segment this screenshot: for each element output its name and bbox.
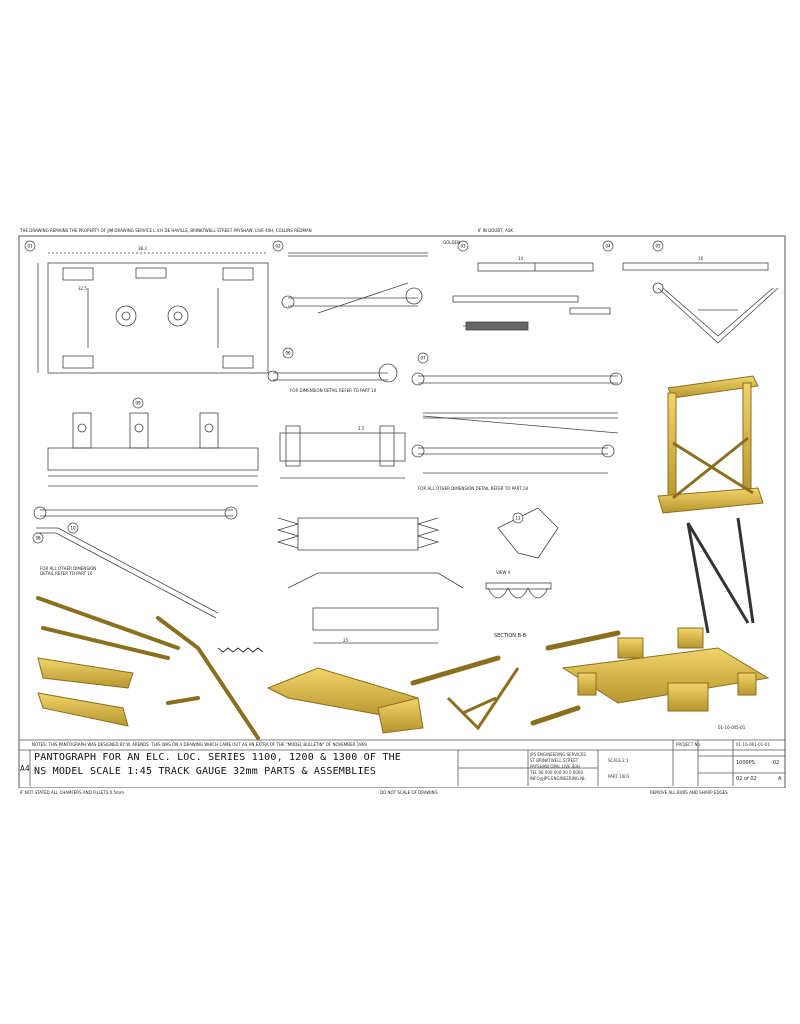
svg-text:01: 01 xyxy=(27,244,33,249)
part-balloon: 11 xyxy=(512,512,524,524)
part-01-top-view xyxy=(37,252,269,374)
bottom-right-note: REMOVE ALL BURS AND SHARP EDGES xyxy=(650,790,728,795)
part-balloon: 07 xyxy=(417,352,429,364)
brass-assembly-frame xyxy=(657,375,764,514)
svg-text:11: 11 xyxy=(515,516,521,521)
svg-text:04: 04 xyxy=(605,244,611,249)
brass-rods-middle xyxy=(410,630,621,726)
company-line-4: INFO@JPS.ENGINEERING.NL xyxy=(530,776,586,781)
section-b-b xyxy=(485,507,559,599)
dim-1: 32.5 xyxy=(78,286,87,291)
title-line-2: NS MODEL SCALE 1:45 TRACK GAUGE 32mm PAR… xyxy=(34,766,377,777)
brass-base-frame xyxy=(561,627,770,712)
parts-06-07-rods xyxy=(452,262,769,331)
part-11-contact-shoe xyxy=(276,517,464,644)
view-a-label: VIEW A xyxy=(496,570,511,575)
drawing-sheet: 01 02 03 04 05 06 07 08 09 10 11 THE DRAWING REMAI… xyxy=(18,228,788,788)
title-block xyxy=(19,739,785,786)
revision: 02 xyxy=(773,760,780,766)
sheet-code: 1000PS xyxy=(736,760,755,766)
dark-rod-pair xyxy=(686,517,755,634)
svg-text:09: 09 xyxy=(135,401,141,406)
drawing-number-right: 01-16-005-01 xyxy=(718,725,746,730)
sheet-size: A4 xyxy=(20,764,30,773)
brass-rods-left xyxy=(36,596,260,740)
company-line-3: TEL 06 000 000 00 0 0000 xyxy=(530,770,584,775)
part-09-rods xyxy=(411,372,623,474)
note-other-dimension-part18: FOR ALL OTHER DIMENSION DETAIL REFER TO … xyxy=(418,486,528,491)
dim-0: 38.2 xyxy=(138,246,147,251)
note-other-dimension: FOR ALL OTHER DIMENSION DETAIL REFER TO … xyxy=(40,566,97,576)
part-05-clamp xyxy=(279,425,406,479)
part-balloon: 02 xyxy=(272,240,284,252)
bottom-left-note: IF NOT STATED ALL CHAMFERS AND FILLETS 0… xyxy=(20,790,124,795)
part-balloon: 03 xyxy=(457,240,469,252)
part-08-triangle-frame xyxy=(652,282,779,344)
company-line-0: JPS ENGINEERING SERVICES xyxy=(530,752,586,757)
rev-letter: A xyxy=(778,776,782,782)
note-dimension-part10: FOR DIMENSION DETAIL REFER TO PART 10 xyxy=(290,388,377,393)
part-10-link xyxy=(33,506,238,619)
part-balloon: 10 xyxy=(67,522,79,534)
drawing-canvas: 01 02 03 04 05 06 07 08 09 10 11 xyxy=(18,235,786,788)
sheet-of: 02 of 02 xyxy=(736,776,757,782)
part-04-arm xyxy=(267,363,398,383)
company-line-1: ST BRINKTWELL STREET xyxy=(530,758,579,763)
brass-v-link xyxy=(446,667,520,731)
part-balloon: 06 xyxy=(282,347,294,359)
dim-4: 2.5 xyxy=(358,426,365,431)
project-no: 01-16-001-01-01 xyxy=(736,742,770,747)
part-03-link xyxy=(281,252,428,314)
top-note: THE DRAWING REMAINS THE PROPERTY OF JIM … xyxy=(20,228,312,233)
company-line-2: PAYSHAW OPAL LIVE 40H xyxy=(530,764,580,769)
svg-text:06: 06 xyxy=(285,351,291,356)
dim-3: 16 xyxy=(698,256,704,261)
part-balloon: 04 xyxy=(602,240,614,252)
top-right-note: IF IN DOUBT, ASK xyxy=(478,228,513,233)
part-balloon: 08 xyxy=(32,532,44,544)
sheet-border xyxy=(18,235,786,788)
spring xyxy=(217,647,264,653)
svg-text:10: 10 xyxy=(70,526,76,531)
svg-text:02: 02 xyxy=(275,244,281,249)
title-line-1: PANTOGRAPH FOR AN ELC. LOC. SERIES 1100,… xyxy=(34,752,402,763)
part-01-side-view xyxy=(47,412,259,487)
svg-text:07: 07 xyxy=(420,356,426,361)
section-label: SECTION B-B xyxy=(494,633,527,639)
footer-notes: NOTES: THIS PANTOGRAPH WAS DESIGNED BY W… xyxy=(32,742,367,747)
svg-text:05: 05 xyxy=(655,244,661,249)
golden-label: GOLDEN xyxy=(443,240,461,245)
dim-2: 14 xyxy=(518,256,524,261)
svg-text:03: 03 xyxy=(460,244,466,249)
scale-label: SCALE 2:1 xyxy=(608,758,629,763)
part-balloon: 05 xyxy=(652,240,664,252)
dim-5: 25 xyxy=(343,638,349,643)
svg-text:08: 08 xyxy=(35,536,41,541)
part-label: PART 1003 xyxy=(608,774,630,779)
bottom-mid-note: DO NOT SCALE OF DRAWING xyxy=(380,790,438,795)
part-balloon: 01 xyxy=(24,240,36,252)
project-label: PROJECT No. xyxy=(676,742,702,747)
brass-contact-shoe xyxy=(266,667,424,734)
part-balloon: 09 xyxy=(132,397,144,409)
brass-arms-left xyxy=(37,657,134,727)
